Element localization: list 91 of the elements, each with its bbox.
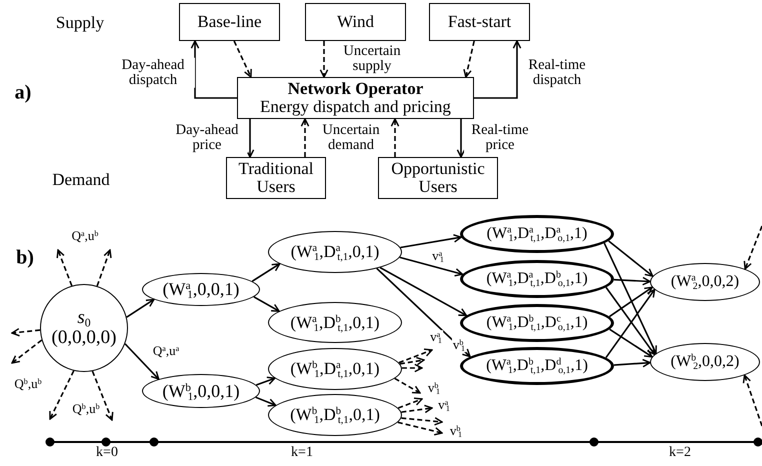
- dashed-arrow: [320, 41, 328, 78]
- node-body: Energy dispatch and pricing: [260, 98, 451, 116]
- arrow: [608, 240, 654, 277]
- node-heading: s$_{0}$: [77, 308, 91, 328]
- dashed-arrow: [402, 364, 423, 372]
- process-box: [429, 3, 530, 41]
- arrow: [253, 296, 280, 312]
- stage-label: k=0: [96, 445, 118, 461]
- state-ellipse: [268, 302, 402, 343]
- arrow: [608, 286, 653, 318]
- stage-label: k=1: [291, 445, 313, 461]
- process-box: [237, 77, 474, 119]
- state-ellipse: [142, 273, 260, 306]
- node-label: (W$^{b}$$_{1}$,D$^{a}$$_{t,1}$,0,1): [290, 360, 380, 378]
- dashed-arrow: [96, 249, 112, 286]
- node-body: (0,0,0,0): [52, 328, 116, 348]
- arrow: [190, 40, 237, 99]
- section-label: Supply: [56, 13, 104, 33]
- stage-label: k=2: [669, 445, 691, 461]
- panel-label: b): [16, 246, 34, 270]
- node-label: (W$^{b}$$_{1}$,D$^{b}$$_{t,1}$,0,1): [290, 406, 380, 424]
- dashed-arrow: [463, 40, 475, 78]
- node-label: (W$^{a}$$_{1}$,D$^{b}$$_{t,1}$,D$^{d}$$_{o,1}$,1): [486, 358, 588, 374]
- dashed-arrow: [401, 417, 443, 426]
- dashed-arrow: [398, 422, 443, 436]
- arrow: [380, 266, 468, 316]
- node-label: (W$^{a}$$_{1}$,D$^{b}$$_{t,1}$,0,1): [290, 314, 380, 332]
- state-ellipse: [460, 347, 614, 385]
- process-box: [378, 157, 498, 199]
- state-ellipse: [460, 260, 614, 298]
- node-label: (W$^{a}$$_{1}$,D$^{a}$$_{t,1}$,0,1): [290, 243, 380, 261]
- dashed-arrow: [11, 339, 42, 364]
- dashed-arrow: [300, 118, 310, 157]
- process-box: [305, 3, 406, 41]
- state-ellipse: [142, 374, 260, 408]
- node-label: (W$^{b}$$_{2}$,0,0,2): [670, 354, 740, 370]
- arrow: [126, 298, 155, 318]
- node-label: Traditional Users: [238, 160, 314, 196]
- node-label: (W$^{a}$$_{1}$,D$^{b}$$_{t,1}$,D$^{c}$$_{o,1}$,1): [486, 314, 588, 332]
- arrow: [376, 268, 471, 358]
- section-label: Demand: [52, 170, 110, 190]
- dashed-arrow: [49, 370, 74, 420]
- dashed-arrow: [744, 226, 762, 270]
- state-ellipse: [460, 215, 614, 253]
- arrow: [256, 376, 276, 386]
- dashed-arrow: [400, 356, 425, 366]
- state-ellipse: [268, 231, 402, 273]
- dashed-arrow: [398, 348, 433, 364]
- node-label: (W$^{a}$$_{1}$,0,0,1): [162, 280, 240, 299]
- node-label: (W$^{b}$$_{1}$,0,0,1): [162, 382, 240, 400]
- dashed-arrow: [394, 378, 421, 394]
- arrow: [614, 358, 651, 368]
- dashed-arrow: [92, 370, 114, 421]
- dashed-arrow: [390, 118, 400, 157]
- arrow: [604, 242, 657, 354]
- dashed-arrow: [11, 328, 40, 337]
- arrow: [456, 119, 466, 158]
- panel-label: a): [14, 82, 32, 104]
- arrow: [614, 276, 651, 286]
- edge-label: Q$^{b}$,u$^{b}$: [71, 402, 101, 416]
- edge-label: Q$^{a}$,u$^{a}$: [152, 344, 180, 358]
- state-ellipse: [650, 343, 760, 381]
- arrow: [255, 396, 276, 407]
- node-label: Base-line: [197, 13, 262, 31]
- arrow: [400, 234, 462, 248]
- arrow: [400, 256, 464, 277]
- dashed-arrow: [56, 249, 73, 286]
- node-label: Wind: [336, 13, 374, 31]
- node-label: Opportunistic Users: [390, 160, 486, 196]
- dashed-arrow: [401, 404, 433, 414]
- node-heading: Network Operator: [288, 80, 424, 98]
- state-circle: [40, 284, 128, 372]
- process-box: [226, 157, 326, 199]
- edge-label: Q$^{b}$,u$^{b}$: [13, 377, 43, 391]
- state-ellipse: [268, 348, 402, 390]
- arrow: [609, 328, 653, 358]
- dashed-arrow: [398, 397, 423, 409]
- state-ellipse: [650, 263, 760, 301]
- arrow: [474, 40, 522, 99]
- node-label: Fast-start: [448, 13, 512, 31]
- arrow: [246, 119, 254, 158]
- node-label: (W$^{a}$$_{1}$,D$^{a}$$_{t,1}$,D$^{a}$$_{o,1}$,1): [486, 226, 588, 242]
- node-label: (W$^{a}$$_{2}$,0,0,2): [670, 274, 740, 290]
- dashed-arrow: [742, 374, 762, 426]
- state-ellipse: [268, 394, 402, 436]
- edge-label: Q$^{a}$,u$^{b}$: [70, 229, 100, 243]
- node-label: (W$^{a}$$_{1}$,D$^{a}$$_{t,1}$,D$^{b}$$_{o,1}$,1): [486, 270, 588, 288]
- arrow: [124, 343, 160, 380]
- dashed-arrow: [233, 40, 252, 78]
- arrow: [252, 263, 280, 282]
- process-box: [179, 3, 280, 41]
